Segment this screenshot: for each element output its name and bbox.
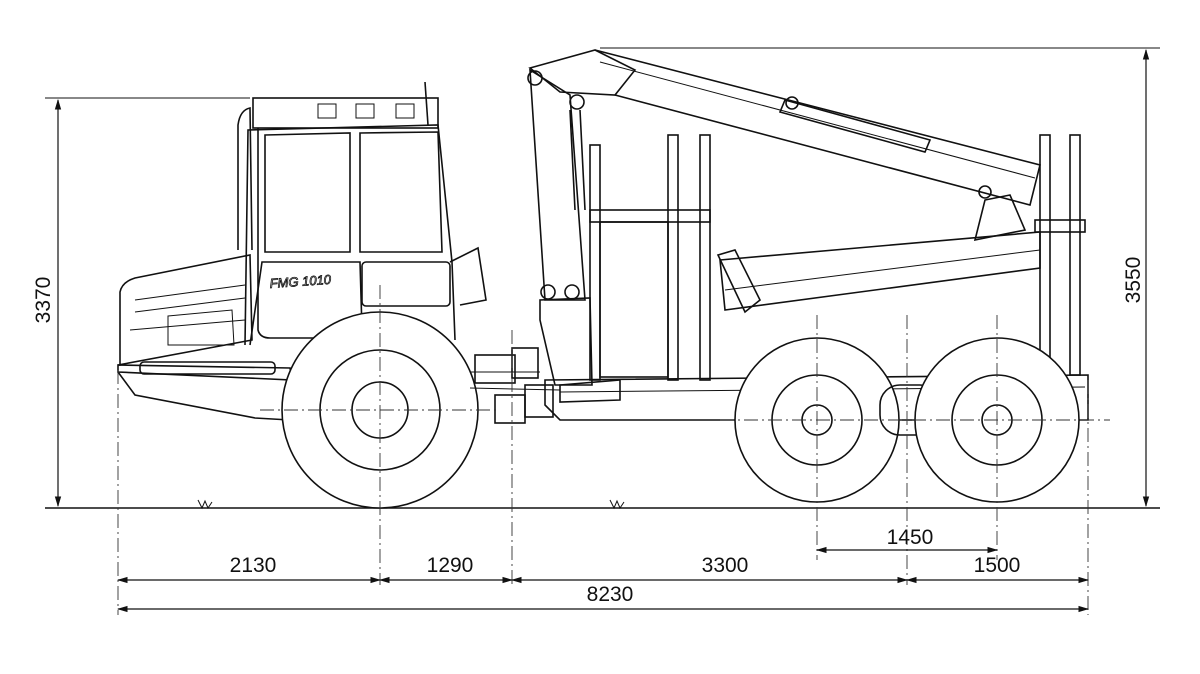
dim-label-front-axle-to-joint: 1290: [427, 554, 474, 577]
center-lines: [117, 285, 1110, 615]
dim-label-crane-height: 3550: [1122, 257, 1145, 304]
dim-label-overall-length: 8230: [587, 583, 634, 606]
crane: [527, 49, 1041, 386]
dim-label-cab-height: 3370: [32, 277, 55, 324]
dim-label-bogie-spacing: 1450: [887, 526, 934, 549]
dim-label-joint-to-bogie: 3300: [702, 554, 749, 577]
cab: [237, 81, 487, 346]
dim-label-rear-overhang: 1500: [974, 554, 1021, 577]
model-badge: FMG 1010: [269, 272, 332, 291]
dim-label-front-overhang: 2130: [230, 554, 277, 577]
grass-tuft: [197, 499, 625, 510]
dimension-lines: [54, 48, 1150, 613]
articulation-joint: [469, 347, 561, 424]
